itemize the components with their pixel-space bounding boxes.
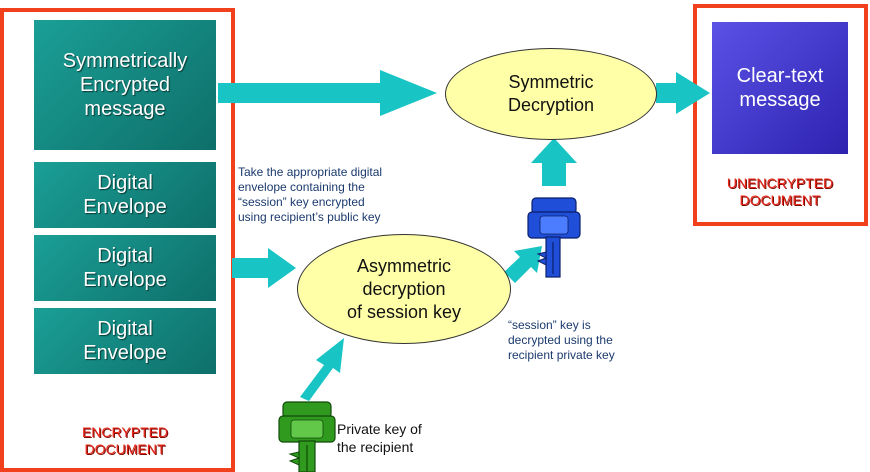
- digital-envelope-box: Digital Envelope: [34, 162, 216, 228]
- note-line: “session” key encrypted: [238, 195, 365, 209]
- note-line: using recipient’s public key: [238, 210, 381, 224]
- session-key-note: “session” key is decrypted using the rec…: [508, 318, 668, 363]
- label-line: UNENCRYPTED: [726, 175, 834, 191]
- arrow-up-to-symmetric-decryption: [531, 138, 577, 186]
- arrow-to-session-key: [504, 246, 542, 283]
- label-line: ENCRYPTED: [81, 424, 169, 440]
- message-line: Clear-text: [736, 65, 824, 87]
- encrypted-document-label: ENCRYPTED DOCUMENT: [40, 424, 210, 458]
- symmetric-box-line: message: [84, 98, 166, 120]
- note-line: “session” key is: [508, 318, 591, 332]
- symmetric-decryption-node: Symmetric Decryption: [445, 48, 657, 140]
- note-line: recipient private key: [508, 348, 615, 362]
- node-line: Asymmetric: [357, 255, 451, 276]
- clear-text-message-box: Clear-text message: [712, 22, 848, 154]
- envelope-line: Digital: [97, 172, 153, 194]
- note-line: envelope containing the: [238, 180, 365, 194]
- note-line: the recipient: [337, 439, 414, 455]
- envelope-line: Envelope: [83, 269, 167, 291]
- envelope-line: Digital: [97, 318, 153, 340]
- asymmetric-decryption-node: Asymmetric decryption of session key: [297, 234, 511, 344]
- note-line: Private key of: [337, 421, 422, 437]
- node-line: Symmetric: [508, 72, 594, 92]
- encrypted-document-frame: [0, 8, 235, 472]
- private-key-icon: [278, 401, 336, 472]
- envelope-line: Envelope: [83, 342, 167, 364]
- session-key-icon: [527, 197, 581, 278]
- arrow-to-asymmetric-decryption: [232, 248, 296, 288]
- arrow-to-clear-text: [656, 72, 710, 114]
- unencrypted-document-frame: [693, 4, 868, 226]
- label-line: DOCUMENT: [739, 192, 821, 208]
- digital-envelope-box: Digital Envelope: [34, 235, 216, 301]
- node-line: of session key: [346, 301, 462, 322]
- label-line: DOCUMENT: [84, 441, 166, 457]
- message-line: message: [739, 89, 821, 111]
- envelope-line: Digital: [97, 245, 153, 267]
- node-line: decryption: [362, 278, 446, 299]
- symmetric-encrypted-message-box: Symmetrically Encrypted message: [34, 20, 216, 150]
- arrow-to-symmetric-decryption: [218, 70, 437, 116]
- note-line: decrypted using the: [508, 333, 613, 347]
- digital-envelope-box: Digital Envelope: [34, 308, 216, 374]
- symmetric-box-line: Symmetrically: [62, 50, 188, 72]
- arrow-from-private-key: [300, 338, 344, 401]
- unencrypted-document-label: UNENCRYPTED DOCUMENT: [712, 175, 848, 209]
- node-line: Decryption: [507, 95, 595, 115]
- symmetric-box-line: Encrypted: [79, 74, 171, 96]
- envelope-line: Envelope: [83, 196, 167, 218]
- note-line: Take the appropriate digital: [238, 165, 383, 179]
- private-key-note: Private key of the recipient: [337, 420, 477, 456]
- envelope-note: Take the appropriate digital envelope co…: [238, 165, 438, 225]
